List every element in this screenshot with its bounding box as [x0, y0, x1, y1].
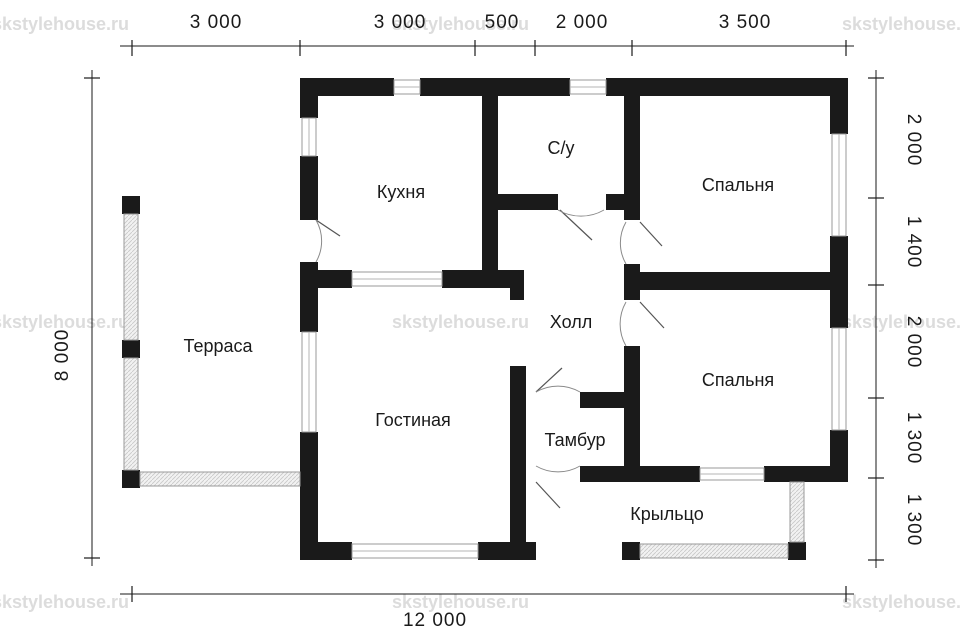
room-label-living-room: Гостиная	[375, 410, 451, 430]
walls	[122, 78, 848, 560]
watermark-text: skstylehouse.ru	[842, 592, 960, 612]
railings	[123, 213, 805, 559]
watermark-text: skstylehouse.ru	[842, 14, 960, 34]
room-label-bedroom: Спальня	[702, 370, 774, 390]
top-dimension-line	[120, 40, 854, 56]
watermark-text: skstylehouse.ru	[392, 312, 529, 332]
room-label-porch: Крыльцо	[630, 504, 703, 524]
dimension-label: 500	[485, 12, 520, 33]
dimension-label: 8 000	[52, 329, 73, 382]
dimension-label: 3 000	[374, 12, 427, 33]
bottom-dimension-line	[120, 586, 854, 602]
watermark-text: skstylehouse.ru	[392, 14, 529, 34]
dimension-label: 3 000	[190, 12, 243, 33]
dimension-label: 2 000	[556, 12, 609, 33]
room-label-terrace: Терраса	[183, 336, 253, 356]
watermark-text: skstylehouse.ru	[0, 592, 129, 612]
watermark-text: skstylehouse.ru	[392, 592, 529, 612]
dimension-label: 1 300	[903, 412, 924, 465]
watermark-text: skstylehouse.ru	[0, 14, 129, 34]
watermark-text: skstylehouse.ru	[0, 312, 129, 332]
windows	[301, 79, 847, 559]
doors	[315, 209, 665, 509]
left-dimension-line	[84, 70, 100, 566]
room-label-bathroom: С/у	[548, 138, 575, 158]
room-label-hall: Холл	[550, 312, 592, 332]
room-label-kitchen: Кухня	[377, 182, 425, 202]
right-dimension-line	[868, 70, 884, 568]
dimension-label: 1 300	[903, 494, 924, 547]
room-label-vestibule: Тамбур	[544, 430, 605, 450]
dimension-label: 12 000	[403, 610, 467, 631]
dimension-label: 2 000	[903, 114, 924, 167]
room-label-bedroom: Спальня	[702, 175, 774, 195]
watermarks: skstylehouse.ru skstylehouse.ru skstyleh…	[0, 14, 960, 612]
watermark-text: skstylehouse.ru	[842, 312, 960, 332]
dimension-label: 1 400	[903, 216, 924, 269]
dimension-label: 2 000	[903, 316, 924, 369]
dimension-label: 3 500	[719, 12, 772, 33]
